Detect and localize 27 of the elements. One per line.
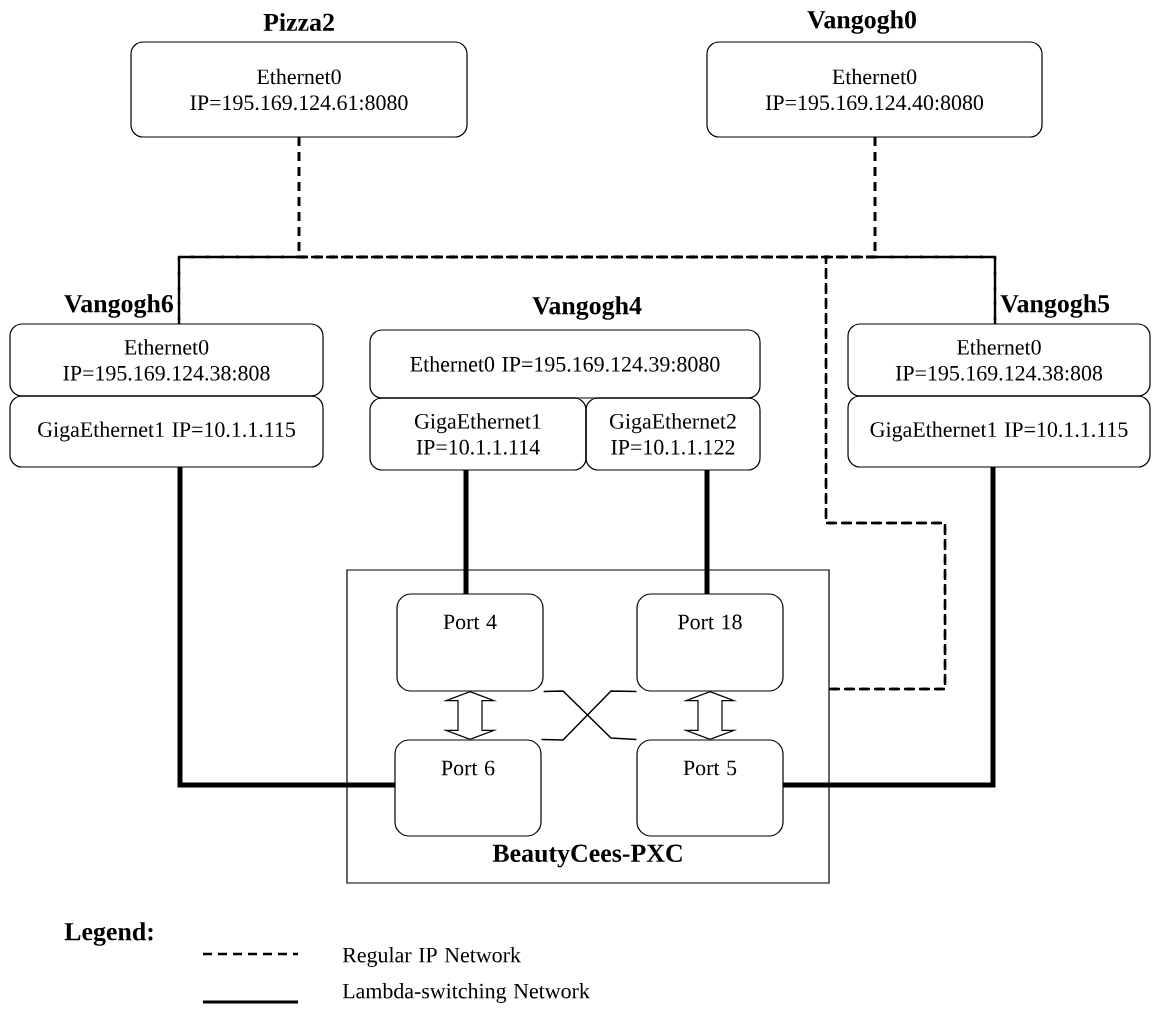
interface-box: GigaEthernet2 IP=10.1.1.122 <box>585 397 761 471</box>
lambda-line <box>704 470 710 594</box>
host-name: Vangogh0 <box>807 10 916 34</box>
interface-box: Ethernet0 IP=195.169.124.38:808 <box>847 323 1151 397</box>
port-box: Port 5 <box>636 739 784 837</box>
legend-text: Regular IP Network <box>342 947 521 967</box>
port-box: Port 4 <box>396 593 544 692</box>
legend-text: Lambda-switching Network <box>342 983 590 1003</box>
host-name: Vangogh4 <box>532 296 642 320</box>
host-name: Vangogh6 <box>64 294 174 318</box>
interface-box: GigaEthernet1 IP=10.1.1.115 <box>9 395 324 468</box>
legend-title: Legend: <box>64 922 153 946</box>
interface-box: GigaEthernet1 IP=10.1.1.115 <box>847 395 1151 468</box>
port-box: Port 18 <box>636 593 784 692</box>
interface-box: Ethernet0 IP=195.169.124.40:8080 <box>706 41 1043 138</box>
interface-box: GigaEthernet1 IP=10.1.1.114 <box>369 397 587 471</box>
host-name: Pizza2 <box>263 12 334 32</box>
port-box: Port 6 <box>394 739 542 837</box>
lambda-line <box>463 470 469 594</box>
interface-box: Ethernet0 IP=195.169.124.39:8080 <box>369 329 761 399</box>
lambda-line <box>177 467 395 788</box>
network-line <box>824 137 947 691</box>
network-line <box>297 137 947 691</box>
host-name: Vangogh5 <box>1000 294 1110 318</box>
lambda-line <box>783 467 996 788</box>
interface-box: Ethernet0 IP=195.169.124.61:8080 <box>130 41 468 138</box>
interface-box: Ethernet0 IP=195.169.124.38:808 <box>9 323 324 397</box>
